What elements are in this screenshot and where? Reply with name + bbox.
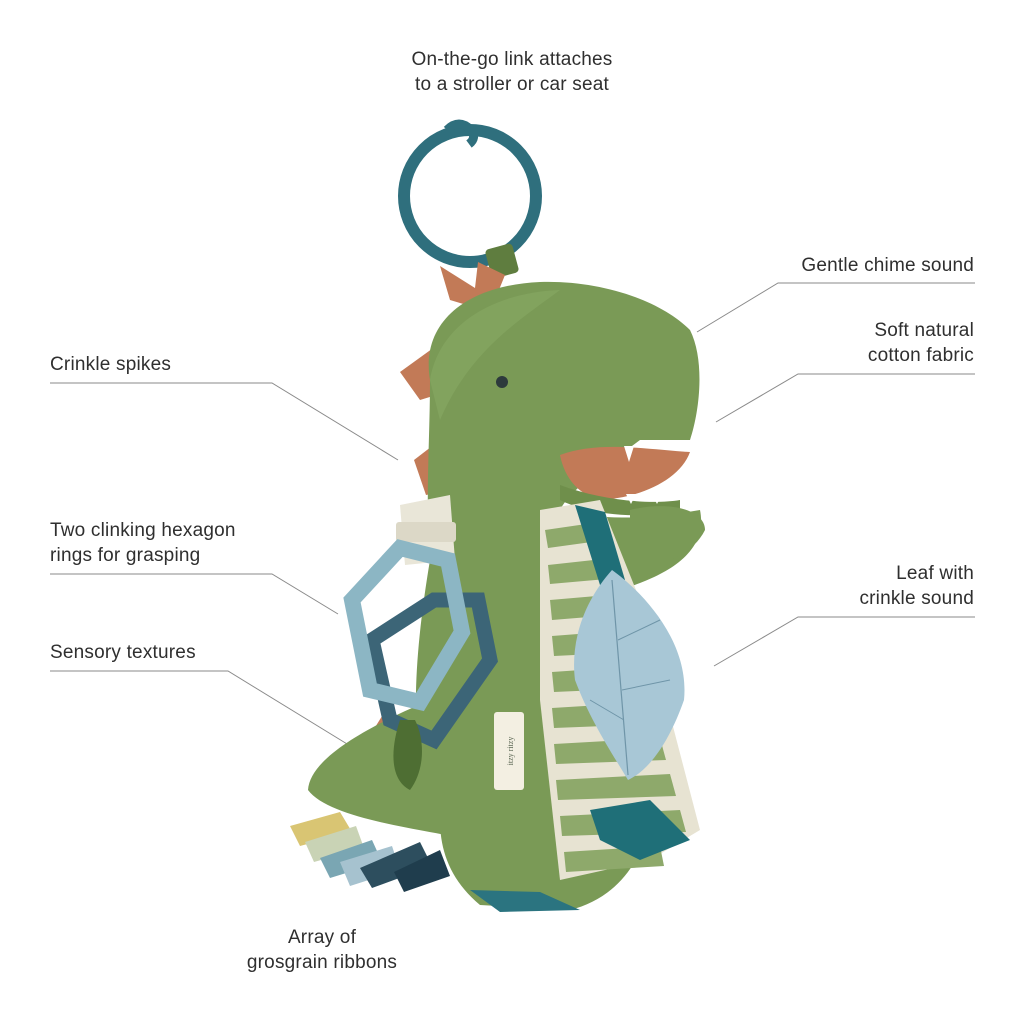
- callout-spikes-line-1: Crinkle spikes: [50, 354, 172, 375]
- callout-cotton-line-1: Soft natural: [874, 320, 974, 341]
- callout-link: On-the-go link attaches to a stroller or…: [352, 47, 672, 97]
- callout-ribbons: Array of grosgrain ribbons: [182, 925, 462, 975]
- callout-spikes: Crinkle spikes: [50, 352, 290, 377]
- dino-mouth: [560, 446, 690, 500]
- callout-ribbons-line-1: Array of: [287, 927, 357, 948]
- dino-eye: [496, 376, 508, 388]
- link-ring: [398, 119, 542, 279]
- leader-lines: [50, 282, 975, 748]
- callout-ribbons-line-2: grosgrain ribbons: [246, 952, 398, 973]
- leaf: [574, 570, 685, 780]
- callout-sensory-line-1: Sensory textures: [50, 642, 196, 663]
- callout-cotton-line-2: cotton fabric: [867, 345, 974, 366]
- hexagon-rings: [343, 539, 498, 750]
- leader-line-leaf: [713, 616, 975, 667]
- callout-cotton: Soft natural cotton fabric: [754, 318, 974, 368]
- leader-line-cotton: [715, 373, 975, 423]
- callout-sensory: Sensory textures: [50, 640, 290, 665]
- callout-leaf: Leaf with crinkle sound: [754, 561, 974, 611]
- product-tag: [494, 712, 524, 790]
- callout-chime: Gentle chime sound: [714, 253, 974, 278]
- leader-line-hexagon: [50, 573, 339, 615]
- callout-leaf-line-1: Leaf with: [896, 563, 974, 584]
- callout-link-line-1: On-the-go link attaches: [411, 49, 613, 70]
- leader-line-sensory: [50, 670, 353, 748]
- tag-text: itzy ritzy: [506, 737, 515, 766]
- callout-leaf-line-2: crinkle sound: [859, 588, 974, 609]
- ribbons: [290, 812, 450, 892]
- callout-chime-line-1: Gentle chime sound: [801, 255, 974, 276]
- callout-hexagon-line-1: Two clinking hexagon: [50, 520, 236, 541]
- callout-link-line-2: to a stroller or car seat: [414, 74, 610, 95]
- callout-hexagon-line-2: rings for grasping: [50, 545, 201, 566]
- callout-hexagon: Two clinking hexagon rings for grasping: [50, 518, 310, 568]
- leader-line-spikes: [50, 382, 399, 461]
- leader-line-chime: [696, 282, 975, 333]
